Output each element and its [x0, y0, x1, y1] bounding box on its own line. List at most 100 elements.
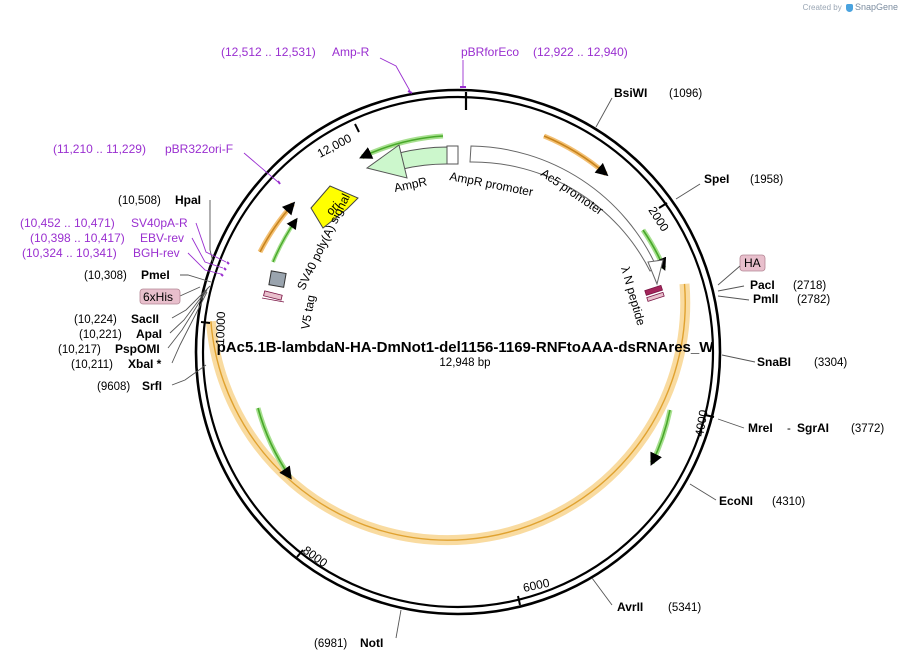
primer-ebv-range: (10,398 .. 10,417) [30, 231, 125, 245]
ha-tag-label: HA [717, 254, 766, 286]
site-spei: SpeI [704, 172, 729, 186]
site-pmli-pos: (2782) [797, 294, 830, 306]
site-noti: NotI [360, 636, 383, 650]
site-snabi: SnaBI [757, 355, 791, 369]
site-snabi-pos: (3304) [814, 357, 847, 369]
primer-pbr322ori: pBR322ori-F [165, 142, 233, 156]
ring-tick-10000 [200, 321, 211, 324]
green-arrow-lower-right-line [650, 409, 671, 466]
primer-amp-r: Amp-R [332, 45, 370, 59]
primer-pbrforeco-range: (12,922 .. 12,940) [533, 45, 628, 59]
site-econi-pos: (4310) [772, 496, 805, 508]
primer-ebv: EBV-rev [140, 231, 184, 245]
primer-bgh: BGH-rev [133, 246, 180, 260]
snapgene-credit: Created by SnapGene [803, 2, 898, 12]
ampr-promoter-box [446, 145, 459, 165]
tick-label-12000: 12,000 [315, 131, 354, 161]
primer-bgh-range: (10,324 .. 10,341) [22, 246, 117, 260]
ampr-feature [398, 146, 448, 170]
plasmid-name: pAc5.1B-lambdaN-HA-DmNot1-del1156-1169-R… [217, 339, 715, 356]
right-leader-lines [395, 97, 756, 639]
credit-prefix: Created by [802, 3, 842, 12]
primer-mark-amp-r [407, 90, 413, 94]
site-pspomi: PspOMI [115, 342, 160, 356]
site-pmei: PmeI [141, 268, 170, 282]
orf-arrow-top-line [543, 135, 609, 177]
site-xbai-pos: (10,211) [71, 359, 113, 371]
site-avrii-pos: (5341) [668, 602, 701, 614]
tick-label-10000: 10000 [213, 311, 228, 345]
ampr-arrowhead [365, 144, 408, 179]
primer-leader-lines [187, 57, 464, 275]
site-sgrai: SgrAI [797, 421, 829, 435]
site-mrei-dash: - [787, 423, 791, 435]
site-pmli: PmlI [753, 292, 778, 306]
green-arrow-top-line [359, 135, 444, 159]
ring-tick-12000 [354, 123, 360, 133]
site-pspomi-pos: (10,217) [58, 344, 101, 356]
primer-pbr322ori-range: (11,210 .. 11,229) [53, 142, 146, 156]
tick-label-6000: 6000 [522, 576, 551, 595]
ring-tick-2000 [658, 202, 668, 209]
green-arrow-right-line [642, 229, 667, 271]
site-econi: EcoNI [719, 494, 753, 508]
credit-brand: SnapGene [854, 2, 898, 12]
feature-label-v5-tag: V5 tag [298, 294, 318, 331]
orf-arrow-left [257, 202, 295, 254]
ac5-promoter-feature [469, 145, 658, 272]
site-paci: PacI [750, 278, 775, 292]
site-mrei: MreI [748, 421, 773, 435]
ha-tag-text: HA [744, 256, 761, 270]
site-spei-pos: (1958) [750, 174, 783, 186]
primer-mark-ebv [223, 267, 227, 271]
site-mrei-sgrai-pos: (3772) [851, 423, 884, 435]
site-srfi: SrfI [142, 379, 162, 393]
site-paci-pos: (2718) [793, 280, 826, 292]
feature-label-ampr-promoter: AmpR promoter [448, 169, 534, 199]
site-hpai-pos: (10,508) [118, 195, 161, 207]
green-arrow-small-left-line [272, 217, 298, 263]
v5-tag-underline [261, 297, 285, 303]
primer-sv40pa-range: (10,452 .. 10,471) [20, 216, 115, 230]
site-sacii-pos: (10,224) [74, 314, 117, 326]
site-apai: ApaI [136, 327, 162, 341]
tick-label-8000: 8000 [300, 543, 330, 570]
feature-label-lambda-n-peptide: λ N peptide [618, 265, 648, 328]
site-pmei-pos: (10,308) [84, 270, 127, 282]
primer-amp-r-range: (12,512 .. 12,531) [221, 45, 316, 59]
lambda-n-peptide-mark [644, 284, 663, 296]
primer-mark-pbr322ori [277, 180, 281, 185]
plasmid-size: 12,948 bp [439, 357, 490, 369]
site-avrii: AvrII [617, 600, 643, 614]
ha-tag-mark [646, 291, 665, 302]
site-bsiwi-pos: (1096) [669, 88, 702, 100]
green-arrow-left-line [257, 407, 292, 480]
snapgene-logo-icon [845, 3, 853, 12]
his-tag-text: 6xHis [143, 290, 173, 304]
ring-tick-8000 [296, 549, 304, 558]
orf-band-line [210, 283, 686, 541]
ring-tick-4000 [704, 414, 715, 418]
primer-sv40pa: SV40pA-R [131, 216, 188, 230]
tick-label-4000: 4000 [692, 408, 710, 437]
site-xbai: XbaI * [128, 357, 162, 371]
left-leader-lines [167, 200, 214, 386]
primer-mark-sv40pa [226, 261, 230, 265]
ac5-promoter-arrowhead [647, 259, 664, 286]
site-srfi-pos: (9608) [97, 381, 130, 393]
backbone-outer-ring [194, 88, 722, 616]
sv40-polya-box [268, 270, 287, 288]
backbone-inner-ring [201, 95, 715, 609]
primer-mark-bgh [220, 273, 224, 277]
orf-arrow-left-line [259, 201, 296, 253]
v5-tag-box [263, 290, 283, 301]
his-tag-label: 6xHis [139, 288, 181, 305]
ring-tick-6000 [517, 595, 521, 606]
site-bsiwi: BsiWI [614, 86, 647, 100]
site-sacii: SacII [131, 312, 159, 326]
site-hpai: HpaI [175, 193, 201, 207]
site-apai-pos: (10,221) [79, 329, 122, 341]
site-noti-pos: (6981) [314, 638, 347, 650]
orf-band [205, 283, 691, 546]
